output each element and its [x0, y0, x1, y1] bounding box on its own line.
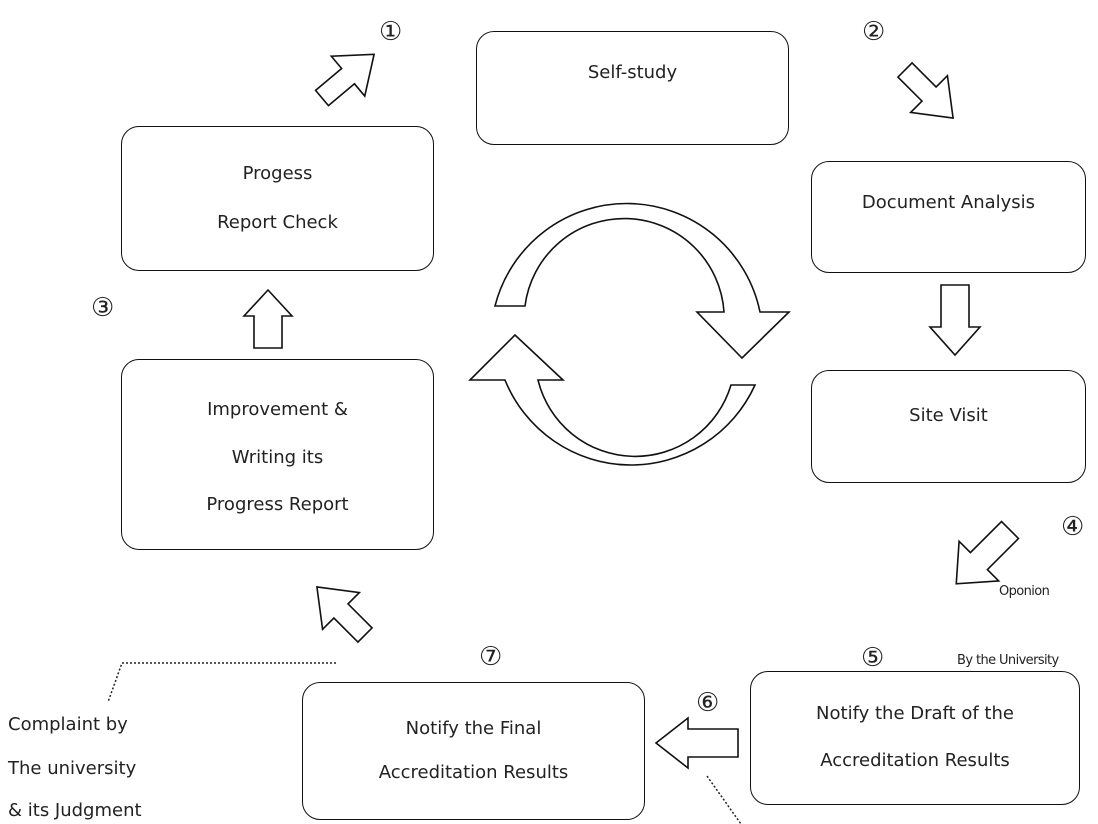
box-improvement-progress-report: Improvement & Writing its Progress Repor… [121, 359, 434, 550]
box-self-study: Self-study [476, 31, 789, 145]
arrow-step-7 [315, 585, 374, 644]
box-site-visit: Site Visit [811, 370, 1086, 483]
step-number-4: ④ [1061, 512, 1085, 542]
complaint-label-line-3: & its Judgment [8, 800, 142, 821]
step-number-5: ⑤ [861, 643, 885, 673]
step-number-3: ③ [91, 293, 115, 323]
step-number-2: ② [862, 17, 886, 47]
arrow-step-3 [242, 288, 294, 349]
cycle-upper-arrow [493, 202, 791, 360]
complaint-label-line-1: Complaint by [8, 714, 128, 735]
box-document-analysis: Document Analysis [811, 161, 1086, 273]
opinion-by-university-label: By the University [957, 653, 1059, 668]
complaint-label-line-2: The university [8, 758, 137, 779]
box-notify-final-results: Notify the Final Accreditation Results [302, 682, 645, 820]
cycle-lower-arrow [468, 333, 757, 466]
opinion-label: Oponion [999, 584, 1050, 599]
box-notify-draft-results: Notify the Draft of the Accreditation Re… [750, 671, 1080, 805]
arrow-step-6 [654, 716, 739, 770]
draft-leader-line [706, 775, 742, 824]
step-number-7: ⑦ [479, 642, 503, 672]
arrow-doc-to-site [928, 284, 982, 357]
complaint-leader-line [107, 662, 336, 703]
box-progress-report-check: Progess Report Check [121, 126, 434, 271]
arrow-step-4 [955, 520, 1020, 585]
step-number-1: ① [379, 17, 403, 47]
arrow-step-1 [314, 53, 376, 107]
step-number-6: ⑥ [696, 688, 720, 718]
arrow-step-2 [896, 61, 955, 120]
